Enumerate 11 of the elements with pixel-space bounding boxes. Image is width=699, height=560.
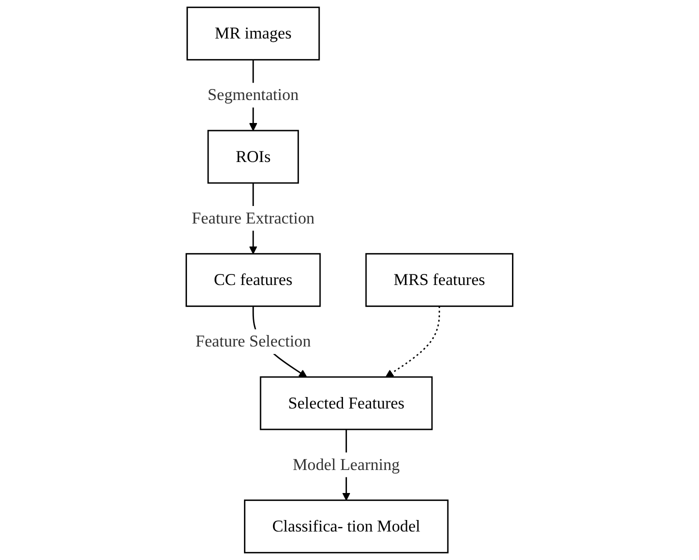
node-box: Classifica- tion Model [244, 500, 449, 554]
edge-label: Feature Extraction [192, 208, 315, 228]
edge-label: Model Learning [292, 455, 400, 474]
edge-label: Segmentation [208, 86, 299, 104]
node-box: MR images [186, 6, 320, 60]
node-box: ROIs [207, 130, 299, 184]
edge-label: Feature Selection [196, 332, 311, 350]
node-box: CC features [186, 253, 321, 307]
node-box: MRS features [365, 253, 514, 307]
node-box: Selected Features [260, 376, 433, 430]
arrow [386, 306, 440, 378]
